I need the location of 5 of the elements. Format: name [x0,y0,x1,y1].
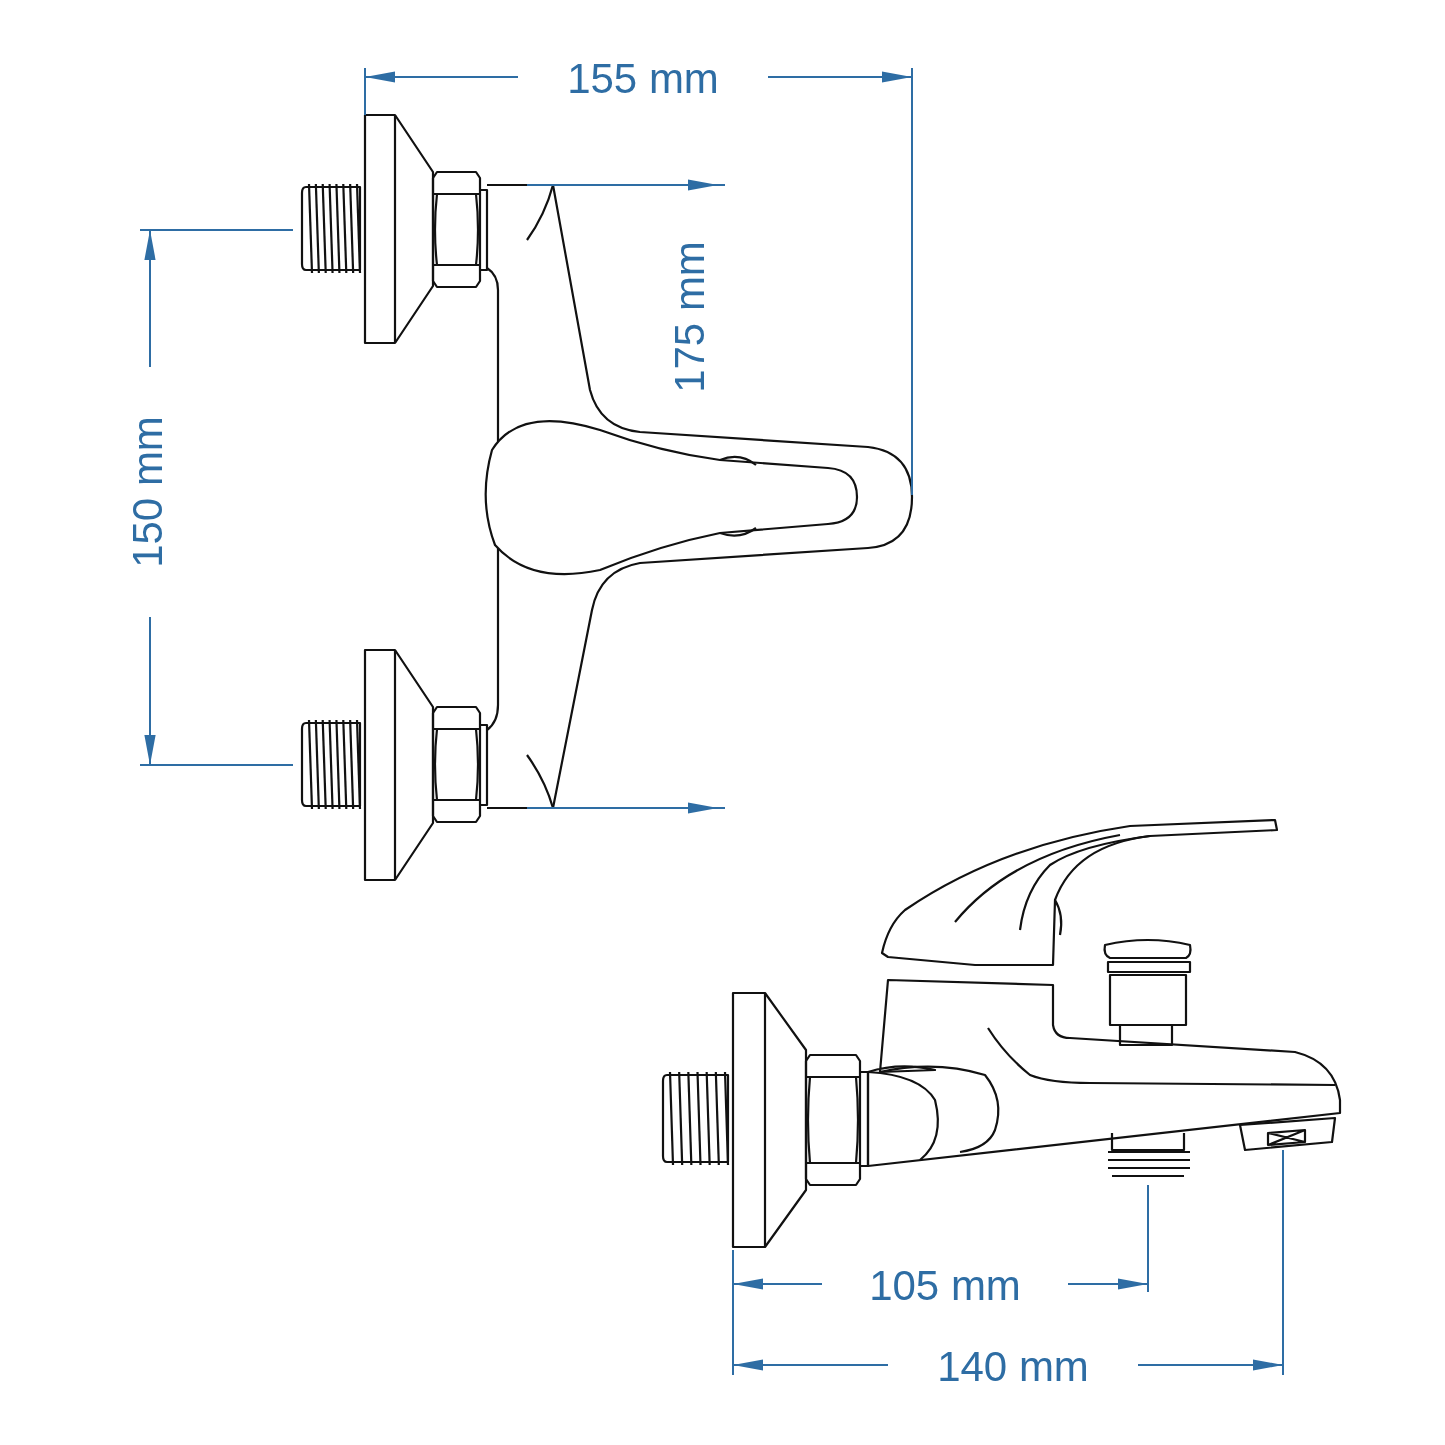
dimension-label: 140 mm [937,1346,1089,1388]
dimension-label: 155 mm [567,58,719,100]
dimension-label: 175 mm [669,241,711,393]
dimension-label: 150 mm [127,416,169,568]
dimension-label: 105 mm [869,1265,1021,1307]
